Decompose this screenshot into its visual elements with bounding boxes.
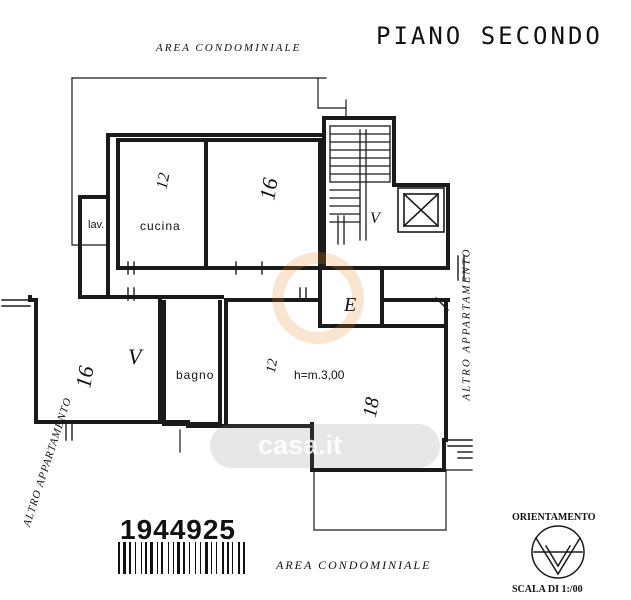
- site-boundary-lines: [71, 77, 473, 531]
- barcode-bar: [211, 542, 212, 574]
- room-label-entry: E: [344, 294, 357, 316]
- barcode-bar: [177, 542, 180, 574]
- barcode-bar: [123, 542, 126, 574]
- barcode-bar: [157, 542, 158, 574]
- barcode-bar: [183, 542, 185, 574]
- barcode-bar: [173, 542, 174, 574]
- barcode-bar: [141, 542, 142, 574]
- top-area-label: AREA CONDOMINIALE: [156, 42, 302, 54]
- barcode-number: 1944925: [120, 514, 237, 545]
- room-label-cucina: cucina: [140, 219, 181, 233]
- barcode-bar: [161, 542, 163, 574]
- room-area-living-small: 12: [263, 357, 282, 375]
- watermark-text: casa.it: [258, 430, 343, 460]
- barcode-bar: [168, 542, 169, 574]
- scale-label: SCALA DI 1:/00: [512, 584, 583, 595]
- barcode-bar: [200, 542, 201, 574]
- room-area-cucina: 12: [153, 171, 174, 191]
- room-area-bedroom: 16: [70, 363, 99, 390]
- bedroom-mark: V: [128, 344, 142, 369]
- north-arrow-symbol: [531, 525, 585, 579]
- floor-title: PIANO SECONDO: [376, 22, 603, 50]
- walls: [28, 116, 450, 472]
- barcode-bar: [222, 542, 224, 574]
- barcode-bar: [129, 542, 131, 574]
- barcode-bar: [145, 542, 147, 574]
- orientation-label: ORIENTAMENTO: [512, 512, 596, 523]
- barcode-bar: [232, 542, 233, 574]
- barcode-bar: [150, 542, 153, 574]
- barcode-bar: [216, 542, 217, 574]
- barcode-bar: [238, 542, 240, 574]
- barcode-bar: [243, 542, 245, 574]
- room-area-living: 18: [358, 395, 385, 420]
- right-side-label: ALTRO APPARTAMENTO: [460, 247, 473, 401]
- room-height: h=m.3,00: [294, 368, 345, 382]
- lift-shaft: [397, 187, 445, 233]
- bottom-area-label: AREA CONDOMINIALE: [276, 558, 432, 572]
- staircase: [329, 125, 391, 245]
- barcode-bar: [189, 542, 190, 574]
- watermark: casa.it: [210, 424, 440, 468]
- window-ticks: [1, 255, 473, 459]
- room-label-lav: lav.: [88, 219, 105, 231]
- barcode-bar: [118, 542, 120, 574]
- stair-mark: V: [370, 210, 380, 227]
- room-label-bagno: bagno: [176, 368, 215, 382]
- barcode-bar: [205, 542, 208, 574]
- room-area-top: 16: [254, 175, 283, 202]
- barcode-bar: [195, 542, 196, 574]
- barcode-bar: [227, 542, 229, 574]
- barcode-bar: [135, 542, 136, 574]
- barcode: [118, 542, 245, 574]
